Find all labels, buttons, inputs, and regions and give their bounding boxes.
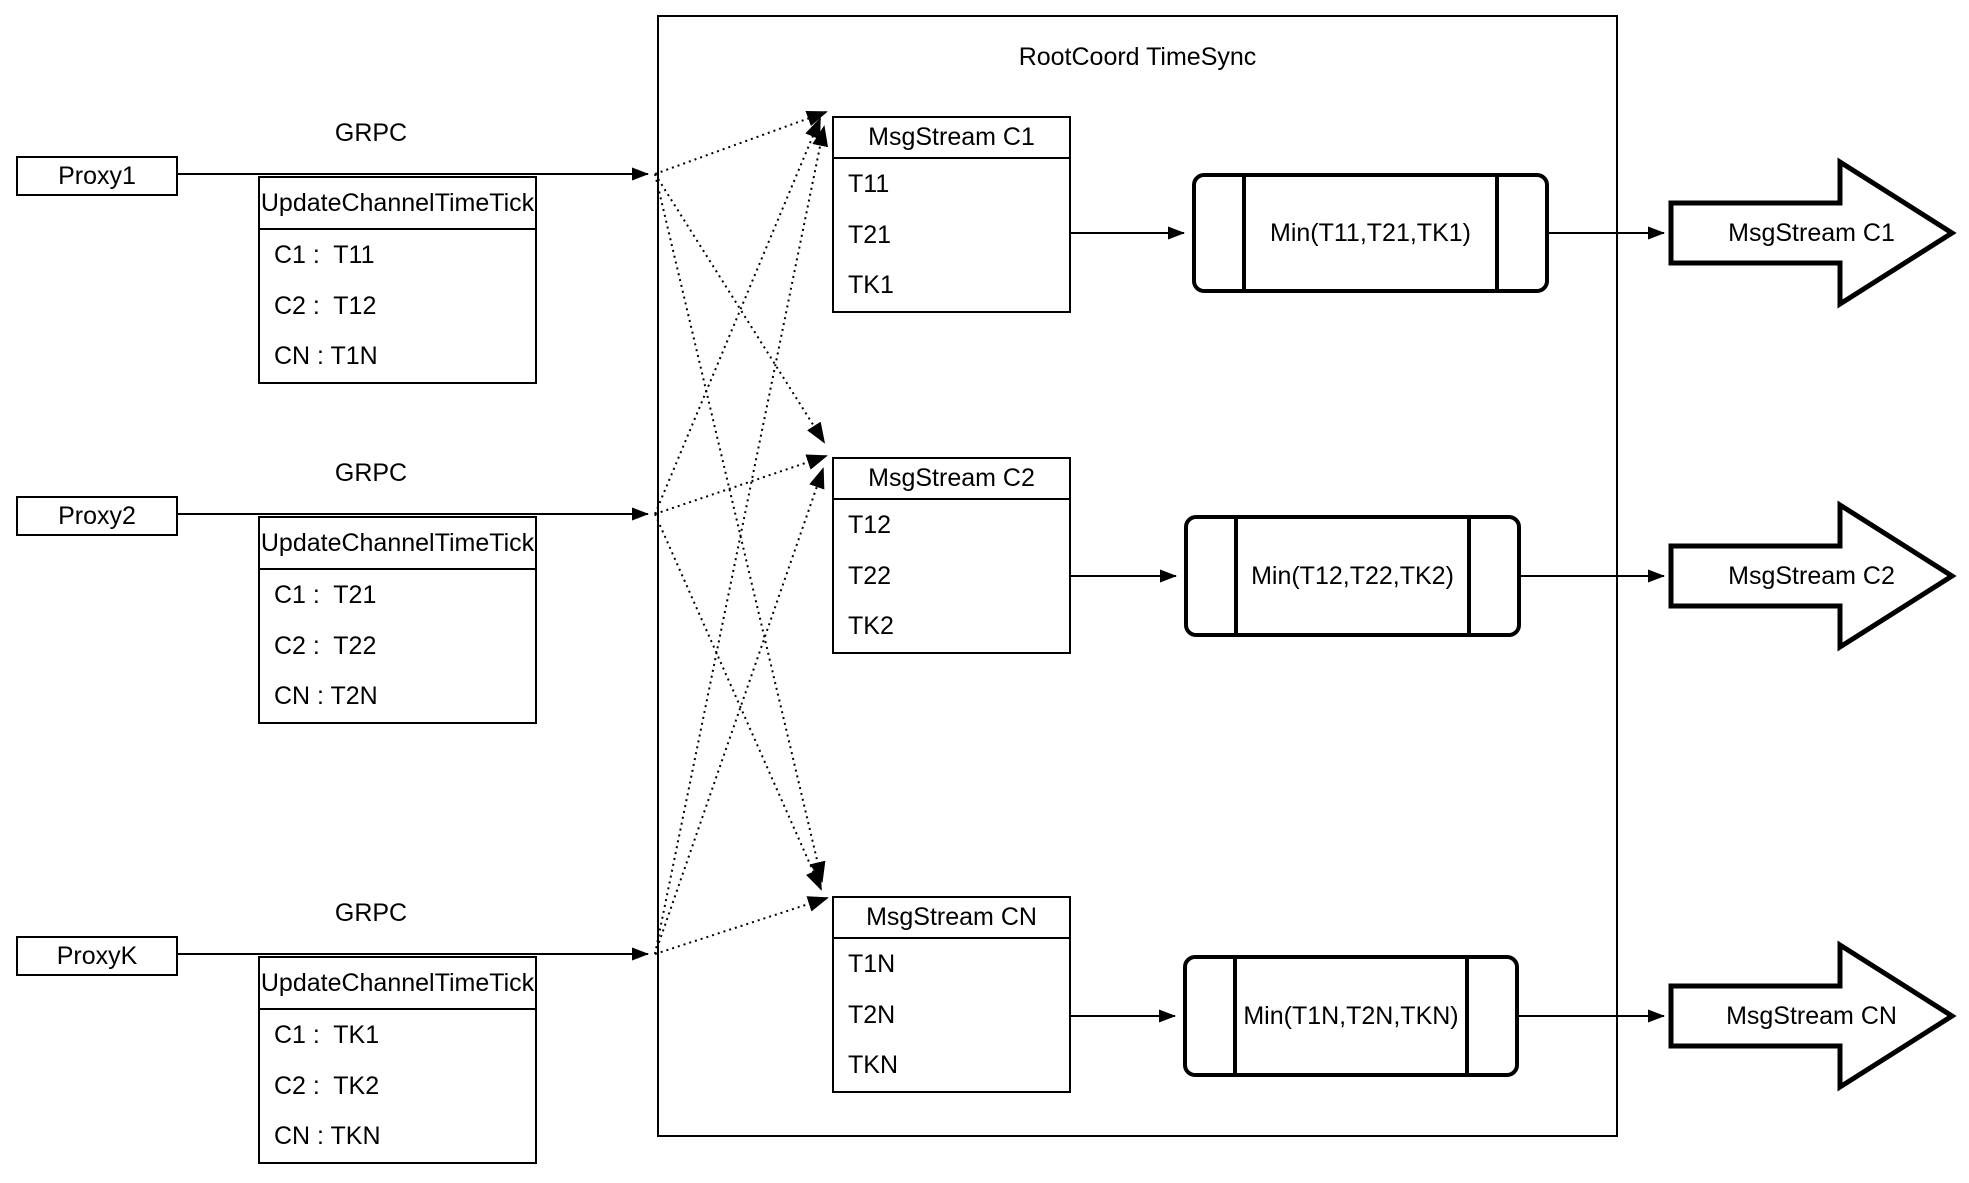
msgstream-table-c1-row: TK1 [848, 271, 894, 300]
grpc-label-1: GRPC [334, 119, 408, 147]
msgstream-table-c2-row: TK2 [848, 612, 894, 641]
out-arrow-label-2: MsgStream C2 [1728, 562, 1895, 590]
update-table-2: UpdateChannelTimeTick C1 : T21 C2 : T22 … [258, 516, 537, 724]
msgstream-table-c2-row: T12 [848, 510, 892, 539]
msgstream-table-cn-row: T1N [848, 949, 896, 978]
update-table-2-row: C2 : T22 [274, 631, 377, 660]
update-table-2-row: C1 : T21 [274, 580, 377, 609]
msgstream-table-c1-row: T11 [848, 169, 890, 198]
min-box-2-left-bar [1234, 519, 1238, 633]
proxyk-label: ProxyK [56, 941, 138, 970]
out-arrow-label-1: MsgStream C1 [1728, 219, 1895, 247]
proxyk-box: ProxyK [16, 936, 178, 976]
msgstream-table-c2: MsgStream C2 T12 T22 TK2 [832, 457, 1071, 654]
msgstream-table-cn: MsgStream CN T1N T2N TKN [832, 896, 1071, 1093]
proxy2-label: Proxy2 [58, 501, 136, 530]
min-box-3-right-bar [1465, 959, 1469, 1073]
msgstream-table-c1: MsgStream C1 T11 T21 TK1 [832, 116, 1071, 313]
min-box-1-left-bar [1242, 177, 1246, 289]
min-box-3: Min(T1N,T2N,TKN) [1183, 955, 1519, 1077]
proxy2-box: Proxy2 [16, 496, 178, 536]
min-box-2: Min(T12,T22,TK2) [1184, 515, 1521, 637]
msgstream-table-cn-header: MsgStream CN [834, 898, 1069, 939]
update-table-3-row: C2 : TK2 [274, 1071, 380, 1100]
update-table-1: UpdateChannelTimeTick C1 : T11 C2 : T12 … [258, 176, 537, 384]
grpc-label-3: GRPC [334, 899, 408, 927]
update-table-1-row: C1 : T11 [274, 240, 375, 269]
msgstream-table-c2-row: T22 [848, 561, 892, 590]
min-box-3-label: Min(T1N,T2N,TKN) [1243, 1001, 1459, 1030]
update-table-2-header: UpdateChannelTimeTick [260, 518, 535, 570]
proxy1-label: Proxy1 [58, 161, 136, 190]
rootcoord-title: RootCoord TimeSync [1018, 43, 1257, 71]
min-box-2-right-bar [1467, 519, 1471, 633]
msgstream-table-c1-row: T21 [848, 220, 892, 249]
msgstream-table-c1-header: MsgStream C1 [834, 118, 1069, 159]
update-table-3-header: UpdateChannelTimeTick [260, 958, 535, 1010]
min-box-3-left-bar [1233, 959, 1237, 1073]
out-arrow-label-3: MsgStream CN [1726, 1002, 1897, 1030]
update-table-2-row: CN : T2N [274, 682, 378, 711]
update-table-3: UpdateChannelTimeTick C1 : TK1 C2 : TK2 … [258, 956, 537, 1164]
grpc-label-2: GRPC [334, 459, 408, 487]
msgstream-table-cn-row: T2N [848, 1000, 896, 1029]
proxy1-box: Proxy1 [16, 156, 178, 196]
min-box-1-label: Min(T11,T21,TK1) [1270, 218, 1471, 247]
update-table-1-row: CN : T1N [274, 342, 378, 371]
min-box-1-right-bar [1495, 177, 1499, 289]
min-box-2-label: Min(T12,T22,TK2) [1251, 561, 1454, 590]
update-table-3-row: CN : TKN [274, 1122, 381, 1151]
msgstream-table-cn-row: TKN [848, 1051, 898, 1080]
update-table-1-row: C2 : T12 [274, 291, 377, 320]
msgstream-table-c2-header: MsgStream C2 [834, 459, 1069, 500]
update-table-1-header: UpdateChannelTimeTick [260, 178, 535, 230]
min-box-1: Min(T11,T21,TK1) [1192, 173, 1549, 293]
update-table-3-row: C1 : TK1 [274, 1020, 380, 1049]
